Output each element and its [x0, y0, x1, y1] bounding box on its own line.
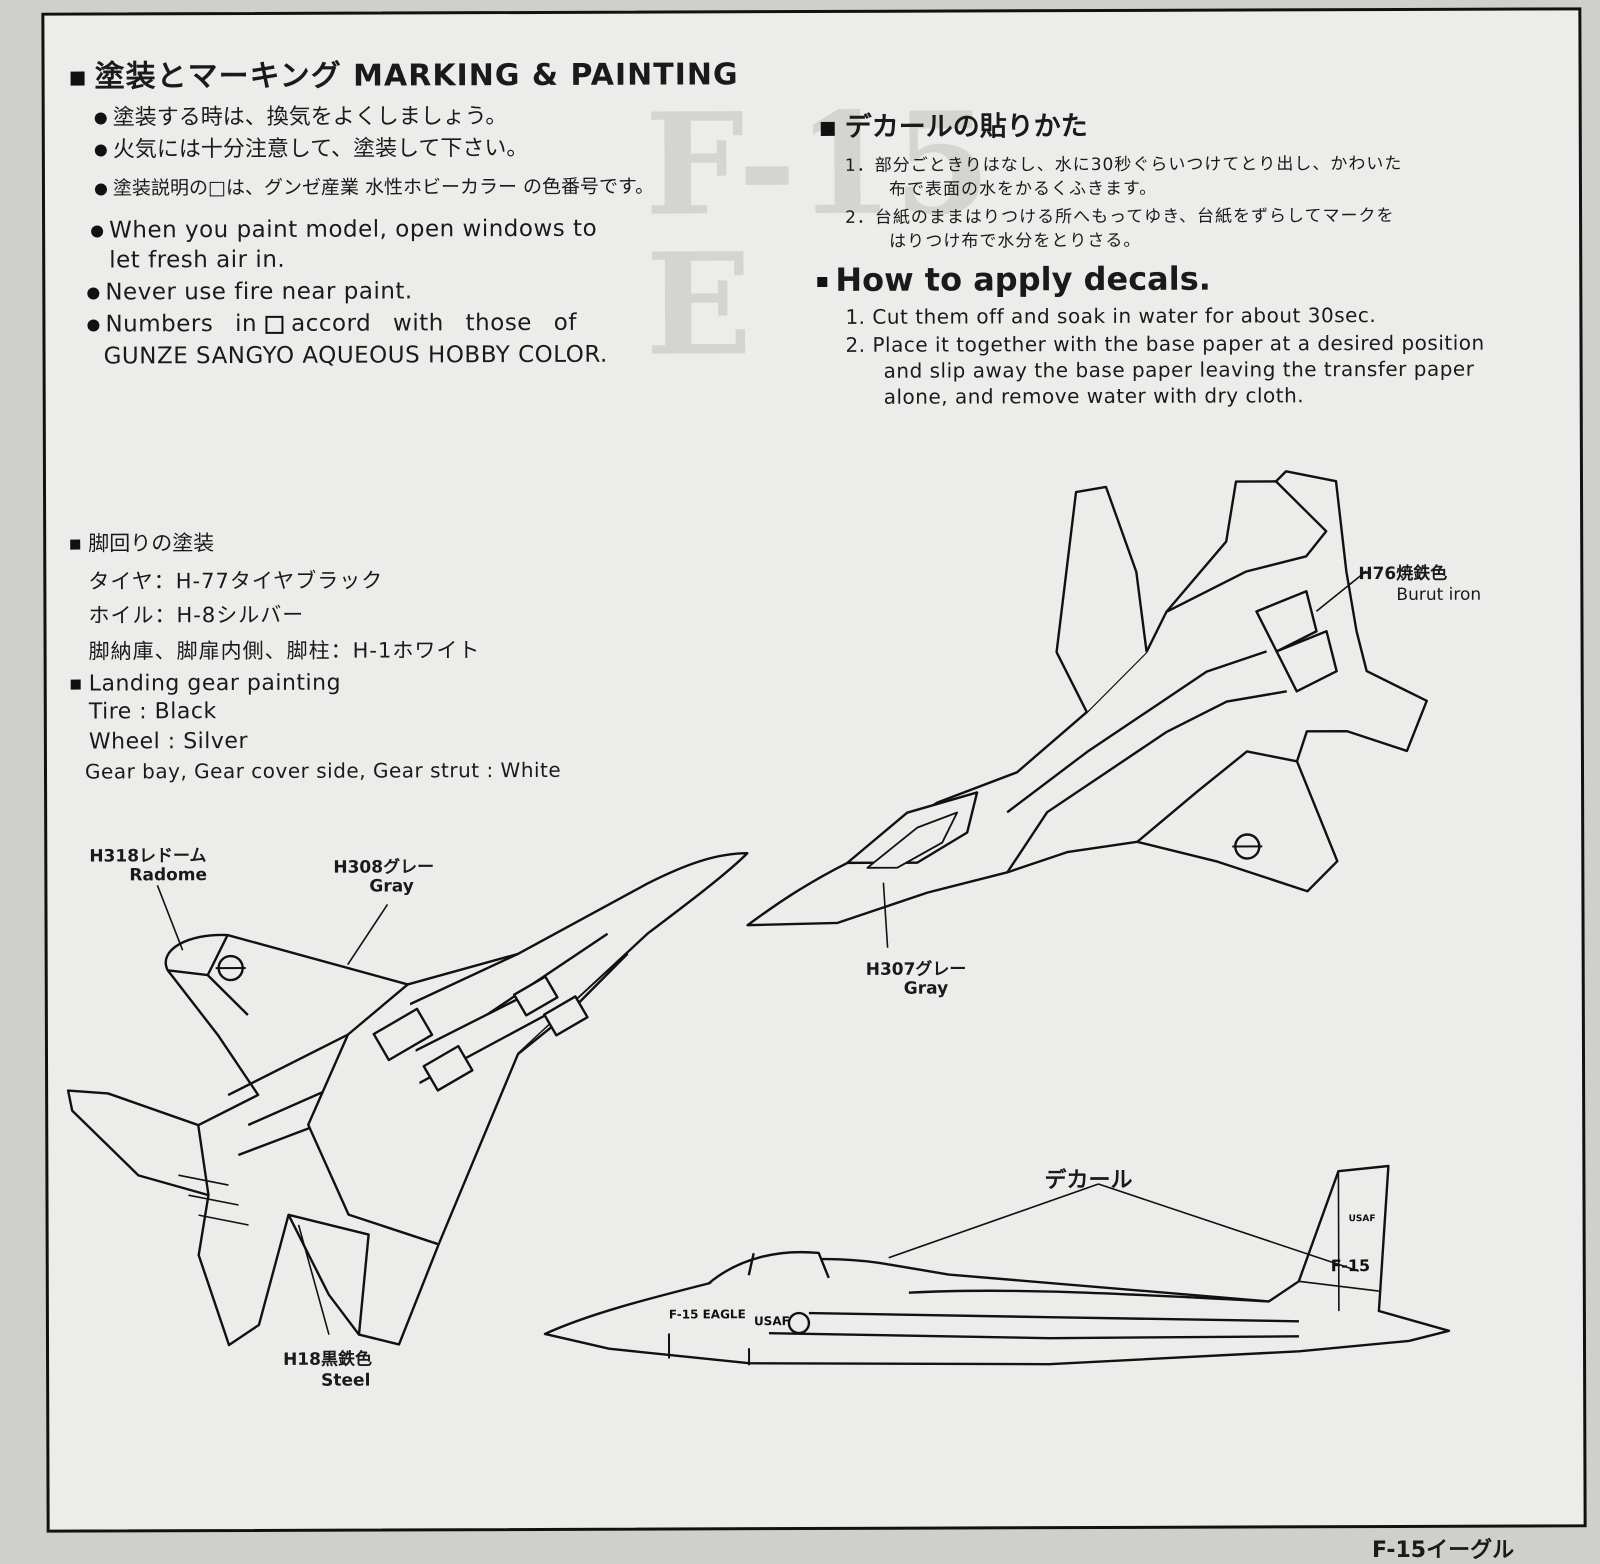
f15-top-view [746, 470, 1428, 948]
footer-product-name: F-15イーグル [1372, 1538, 1515, 1563]
side-marking-text: F-15 EAGLE [669, 1307, 746, 1321]
side-usaf-text: USAF [754, 1314, 790, 1328]
aircraft-line-drawings: F-15 EAGLE USAF F-15 USAF [66, 470, 1451, 1366]
f15-underside-view [66, 852, 749, 1347]
instruction-sheet: F-15 E 塗装とマーキング MARKING & PAINTING 塗装する時… [41, 7, 1587, 1533]
f15-side-view [543, 1164, 1451, 1366]
tail-usaf-text: USAF [1349, 1214, 1376, 1224]
tail-code-text: F-15 [1331, 1256, 1370, 1275]
